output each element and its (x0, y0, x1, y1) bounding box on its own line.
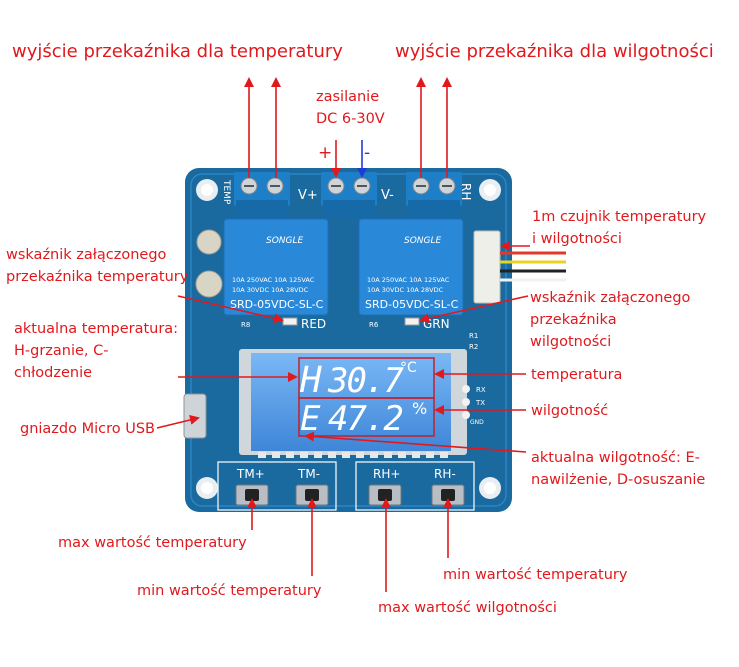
svg-text:SRD-05VDC-SL-C: SRD-05VDC-SL-C (230, 298, 324, 311)
lcd-temp-value: 30.7 (327, 361, 404, 401)
label-humidity: wilgotność (531, 403, 609, 419)
svg-text:GND: GND (470, 419, 484, 426)
lcd-temp-mode: H (299, 360, 322, 401)
label-min-temp: min wartość temperatury (137, 583, 322, 599)
capacitors (195, 229, 223, 298)
label-hum-indicator: wskaźnik załączonego przekaźnika wilgotn… (530, 290, 691, 350)
label-relay-hum-output: wyjście przekaźnika dla wilgotności (395, 41, 714, 62)
pin-header (258, 452, 448, 458)
micro-usb-port (183, 393, 207, 439)
label-temperature: temperatura (531, 367, 623, 383)
lcd-hum-value: 47.2 (328, 399, 402, 439)
tactile-buttons (235, 484, 465, 506)
silk-r1: R1 (469, 332, 478, 340)
silk-tm-plus: TM+ (236, 467, 265, 481)
label-current-hum: aktualna wilgotność: E- nawilżenie, D-os… (531, 450, 706, 488)
uart-pads: RX TX GND (462, 385, 486, 426)
label-relay-temp-output: wyjście przekaźnika dla temperatury (12, 41, 343, 62)
svg-text:RX: RX (476, 386, 486, 394)
silk-rh: RH (459, 183, 473, 200)
label-plus: + (318, 143, 333, 163)
silk-rh-plus: RH+ (373, 467, 400, 481)
silk-r8: R8 (241, 321, 250, 329)
terminal-hum (406, 172, 462, 218)
label-sensor: 1m czujnik temperatury i wilgotności (532, 209, 707, 247)
lcd-hum-mode: E (300, 399, 321, 439)
label-max-hum: max wartość wilgotności (378, 600, 557, 616)
label-max-temp: max wartość temperatury (58, 535, 247, 551)
relay-temp: SONGLE 10A 250VAC 10A 125VAC 10A 30VDC 1… (223, 218, 329, 316)
svg-text:10A 30VDC 10A 28VDC: 10A 30VDC 10A 28VDC (367, 286, 444, 294)
svg-text:TX: TX (475, 399, 485, 407)
label-min-temp-right: min wartość temperatury (443, 567, 628, 583)
label-power: zasilanie DC 6-30V (316, 89, 385, 127)
terminal-power (321, 172, 377, 218)
svg-text:10A 250VAC 10A 125VAC: 10A 250VAC 10A 125VAC (367, 276, 450, 284)
silk-r2: R2 (469, 343, 478, 351)
terminal-temp (234, 172, 290, 218)
svg-text:SRD-05VDC-SL-C: SRD-05VDC-SL-C (365, 298, 459, 311)
led-red (282, 317, 298, 326)
silk-temp: TEMP (221, 179, 231, 205)
label-temp-indicator: wskaźnik załączonego przekaźnika tempera… (6, 247, 189, 285)
silk-r6: R6 (369, 321, 379, 329)
label-micro-usb: gniazdo Micro USB (20, 421, 156, 437)
silk-vminus: V- (381, 188, 394, 203)
label-current-temp: aktualna temperatura: H-grzanie, C- chło… (14, 321, 179, 381)
svg-text:10A 250VAC 10A 125VAC: 10A 250VAC 10A 125VAC (232, 276, 315, 284)
label-minus: - (364, 143, 371, 163)
lcd-temp-unit: °C (400, 360, 417, 376)
sensor-connector (473, 230, 566, 304)
relay-hum: SONGLE 10A 250VAC 10A 125VAC 10A 30VDC 1… (358, 218, 464, 316)
svg-text:SONGLE: SONGLE (404, 236, 442, 246)
svg-text:SONGLE: SONGLE (266, 236, 304, 246)
lcd-display: H 30.7 °C E 47.2 % (239, 349, 467, 455)
silk-tm-minus: TM- (297, 467, 320, 481)
lcd-hum-unit: % (412, 399, 427, 418)
silk-red: RED (301, 317, 326, 331)
led-grn (404, 317, 420, 326)
svg-text:10A 30VDC 10A 28VDC: 10A 30VDC 10A 28VDC (232, 286, 309, 294)
annotation-arrows (156, 77, 530, 592)
silk-rh-minus: RH- (434, 467, 456, 481)
silk-vplus: V+ (298, 188, 318, 203)
mounting-holes (196, 179, 501, 499)
